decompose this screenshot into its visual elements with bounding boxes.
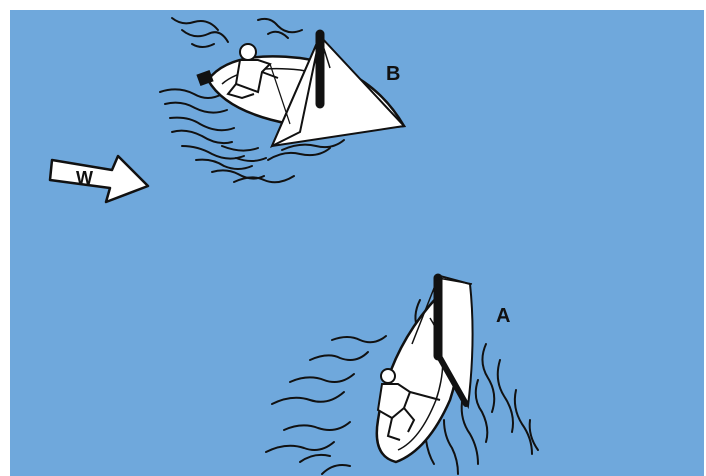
sailboat-a — [377, 276, 473, 462]
wind-arrow-label: W — [76, 168, 93, 188]
wind-arrow-icon: W — [50, 156, 148, 202]
boat-a-label: A — [496, 305, 510, 327]
boat-b-label: B — [386, 63, 400, 85]
